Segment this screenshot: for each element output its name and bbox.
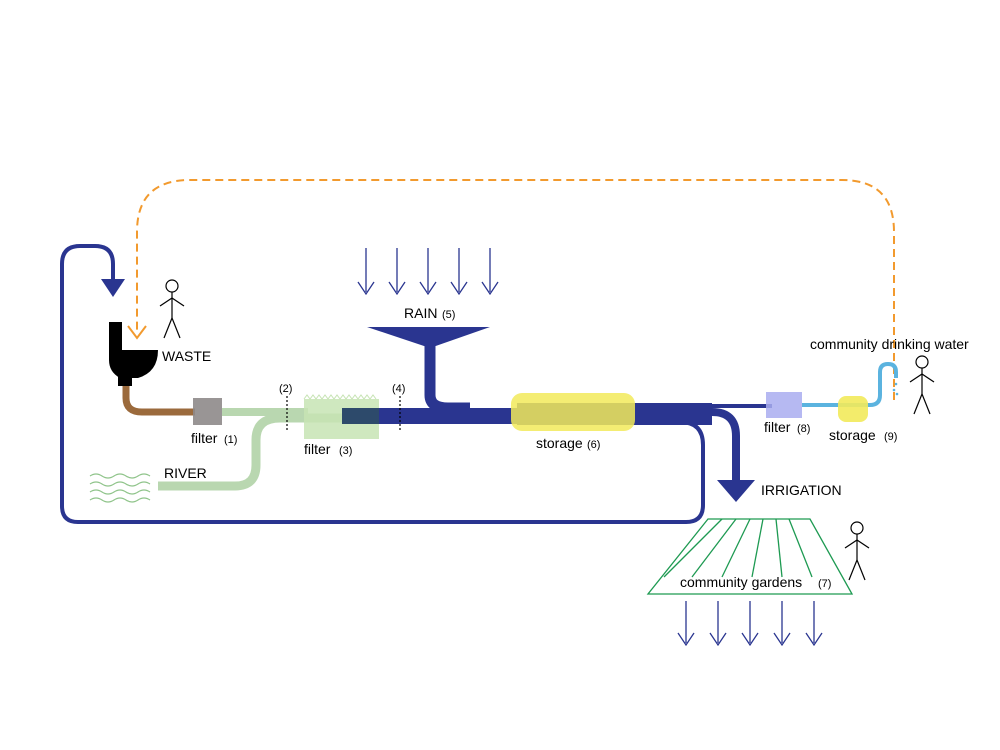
irrigation-pipe (711, 408, 740, 482)
filter3-number: (3) (339, 445, 352, 457)
gardens-label: community gardens (680, 574, 802, 590)
irrigation-label: IRRIGATION (761, 482, 842, 498)
river-waves-icon (89, 473, 151, 503)
orange-dashed-loop (136, 179, 895, 400)
main-pipe-3 (630, 403, 712, 425)
filter8-box (766, 392, 802, 418)
filter8-label: filter (764, 419, 791, 435)
person-icon (159, 279, 185, 339)
filter1-number: (1) (224, 434, 237, 446)
water-drops-icon (892, 382, 899, 396)
toilet-icon (109, 322, 158, 386)
waste-to-filter3-pipe (222, 408, 308, 416)
storage6-label: storage (536, 435, 583, 451)
filter3-label: filter (304, 441, 331, 457)
filter8-number: (8) (797, 423, 810, 435)
person-icon (909, 355, 935, 415)
return-loop-pipe (60, 244, 705, 524)
rain-arrows-icon (357, 248, 499, 296)
storage6-tank (511, 393, 635, 431)
rain-label: RAIN (404, 305, 437, 321)
person-icon (844, 521, 870, 581)
river-pipe (158, 413, 345, 491)
rain-downpipe (424, 345, 470, 414)
marker4-label: (4) (392, 383, 405, 395)
filter3-dark-core (342, 408, 379, 424)
rain-number: (5) (442, 309, 455, 321)
waste-pipe (122, 378, 195, 416)
gardens-number: (7) (818, 578, 831, 590)
filter3-top-texture (303, 394, 377, 400)
drinking-water-label: community drinking water (810, 336, 969, 352)
irrigation-arrowhead (717, 480, 755, 502)
orange-arrowhead (127, 325, 147, 340)
marker2-label: (2) (279, 383, 292, 395)
filter8-pipe (712, 404, 772, 408)
storage9-tank (838, 396, 868, 422)
rain-funnel (367, 327, 490, 348)
filter1-box (193, 398, 222, 425)
garden-outflow-arrows-icon (677, 601, 823, 647)
main-pipe (342, 408, 517, 424)
river-label: RIVER (164, 465, 207, 481)
return-loop-arrowhead (101, 279, 125, 297)
drinking-pipe (802, 361, 898, 407)
storage6-number: (6) (587, 439, 600, 451)
storage9-number: (9) (884, 431, 897, 443)
waste-label: WASTE (162, 348, 211, 364)
storage9-label: storage (829, 427, 876, 443)
filter1-label: filter (191, 430, 218, 446)
community-gardens-field (646, 518, 854, 595)
